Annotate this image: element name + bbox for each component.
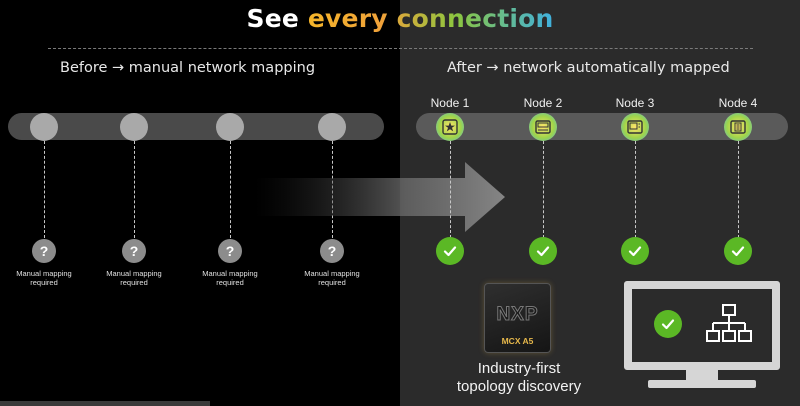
footer-strip	[0, 401, 210, 406]
node-label: Node 3	[615, 96, 655, 110]
nxp-logo: NXP	[496, 304, 539, 326]
dashed-connector	[134, 141, 135, 238]
after-heading: After → network automatically mapped	[447, 60, 730, 76]
plc-device-icon	[529, 113, 557, 141]
transition-arrow-icon	[255, 162, 505, 232]
chip-model: MCX A5	[501, 336, 534, 346]
dashed-connector	[450, 141, 451, 238]
mcx-chip: NXP MCX A5	[484, 283, 551, 353]
monitor-icon	[624, 281, 780, 370]
node-label: Node 4	[718, 96, 758, 110]
star-badge-icon	[436, 113, 464, 141]
manual-mapping-label: Manual mapping required	[292, 269, 372, 287]
check-icon	[621, 237, 649, 265]
check-icon	[654, 310, 682, 338]
dashed-connector	[738, 141, 739, 238]
title-divider	[48, 48, 753, 49]
check-icon	[529, 237, 557, 265]
caption-line: topology discovery	[456, 378, 582, 395]
title-prefix: See	[246, 4, 308, 33]
caption-line: Industry-first	[477, 360, 561, 377]
node-label: Node 2	[523, 96, 563, 110]
node-label: Node 1	[430, 96, 470, 110]
unknown-node	[318, 113, 346, 141]
unknown-node	[30, 113, 58, 141]
module-device-icon	[724, 113, 752, 141]
topology-icon	[706, 304, 752, 342]
label-line: Manual mapping	[16, 269, 72, 278]
chip-caption: Industry-first topology discovery	[440, 360, 598, 396]
page-title: See every connection	[0, 4, 800, 33]
check-icon	[724, 237, 752, 265]
label-line: required	[216, 278, 244, 287]
label-line: Manual mapping	[202, 269, 258, 278]
dashed-connector	[230, 141, 231, 238]
question-icon: ?	[218, 239, 242, 263]
monitor-base	[648, 380, 756, 388]
display-panel-icon	[621, 113, 649, 141]
dashed-connector	[44, 141, 45, 238]
label-line: Manual mapping	[304, 269, 360, 278]
unknown-node	[120, 113, 148, 141]
manual-mapping-label: Manual mapping required	[94, 269, 174, 287]
before-heading: Before → manual network mapping	[60, 60, 316, 76]
title-highlight: every connection	[307, 4, 554, 33]
label-line: Manual mapping	[106, 269, 162, 278]
label-line: required	[30, 278, 58, 287]
label-line: required	[120, 278, 148, 287]
monitor-neck	[686, 370, 718, 382]
label-line: required	[318, 278, 346, 287]
check-icon	[436, 237, 464, 265]
dashed-connector	[635, 141, 636, 238]
question-icon: ?	[320, 239, 344, 263]
manual-mapping-label: Manual mapping required	[4, 269, 84, 287]
question-icon: ?	[122, 239, 146, 263]
unknown-node	[216, 113, 244, 141]
manual-mapping-label: Manual mapping required	[190, 269, 270, 287]
question-icon: ?	[32, 239, 56, 263]
dashed-connector	[543, 141, 544, 238]
